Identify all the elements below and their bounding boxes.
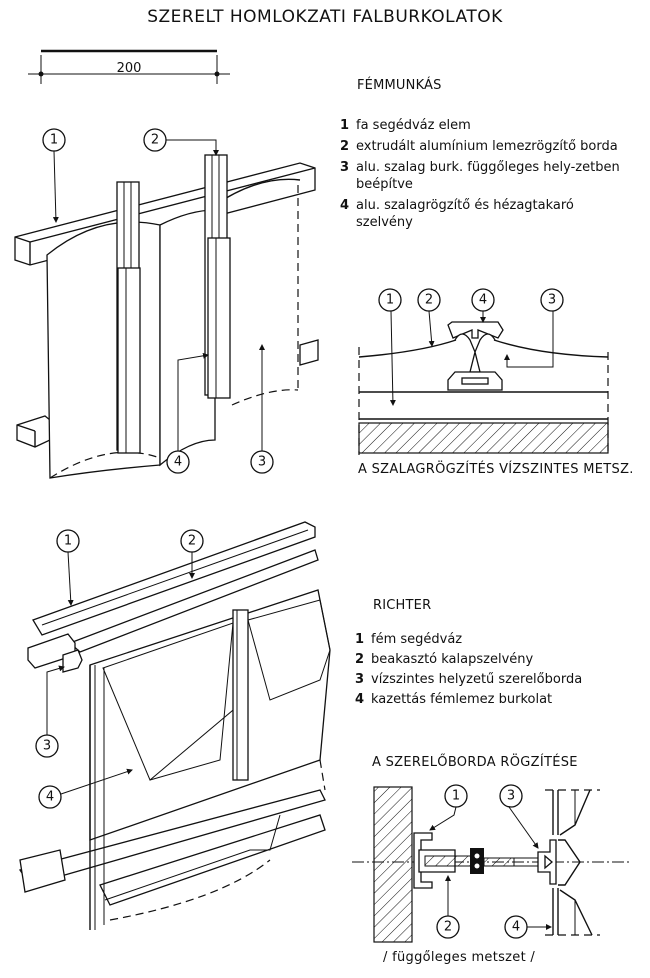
femmunkas-heading: FÉMMUNKÁS xyxy=(357,78,442,93)
richter-callout-1: 1 xyxy=(56,529,80,606)
richter-isometric: 1 2 3 4 xyxy=(18,521,331,930)
svg-text:2: 2 xyxy=(425,293,433,308)
svg-text:1: 1 xyxy=(64,534,72,549)
section-callout-1: 1 xyxy=(429,784,468,831)
scale-bar: 200 xyxy=(28,49,230,84)
svg-text:3: 3 xyxy=(507,789,515,804)
richter-callout-2: 2 xyxy=(180,529,204,579)
richter-detail-title: A SZERELŐBORDA RÖGZÍTÉSE xyxy=(372,755,578,770)
richter-section-detail: 1 3 2 4 xyxy=(352,784,630,943)
detail-callout-4: 4 xyxy=(471,288,495,323)
svg-text:2: 2 xyxy=(444,920,452,935)
richter-callout-4: 4 xyxy=(38,768,133,809)
svg-text:4: 4 xyxy=(512,920,520,935)
svg-text:3: 3 xyxy=(43,739,51,754)
svg-text:1: 1 xyxy=(452,789,460,804)
svg-text:3: 3 xyxy=(548,293,556,308)
svg-text:2: 2 xyxy=(151,133,159,148)
detail-callout-1: 1 xyxy=(378,288,402,406)
femmunkas-section-detail: 1 2 4 3 xyxy=(358,288,609,455)
detail-callout-2: 2 xyxy=(417,288,441,347)
svg-text:2: 2 xyxy=(188,534,196,549)
callout-2: 2 xyxy=(143,128,219,156)
femmunkas-isometric: 1 2 4 3 xyxy=(14,128,319,479)
richter-callout-3: 3 xyxy=(35,665,65,758)
detail-callout-3: 3 xyxy=(504,288,564,368)
scale-bar-label: 200 xyxy=(117,61,142,76)
callout-1: 1 xyxy=(42,128,66,223)
callout-4: 4 xyxy=(166,352,209,474)
page-title: SZERELT HOMLOKZATI FALBURKOLATOK xyxy=(147,7,503,27)
svg-text:3: 3 xyxy=(258,455,266,470)
svg-text:4: 4 xyxy=(174,455,182,470)
callout-3: 3 xyxy=(250,344,274,474)
svg-text:4: 4 xyxy=(479,293,487,308)
femmunkas-detail-caption: A SZALAGRÖGZÍTÉS VÍZSZINTES METSZ. xyxy=(358,462,634,477)
section-callout-2: 2 xyxy=(436,875,460,939)
section-callout-4: 4 xyxy=(504,915,552,939)
svg-text:1: 1 xyxy=(386,293,394,308)
svg-text:4: 4 xyxy=(46,790,54,805)
richter-heading: RICHTER xyxy=(373,598,432,613)
section-callout-3: 3 xyxy=(499,784,539,849)
richter-detail-caption: / függőleges metszet / xyxy=(383,950,536,965)
svg-text:1: 1 xyxy=(50,133,58,148)
